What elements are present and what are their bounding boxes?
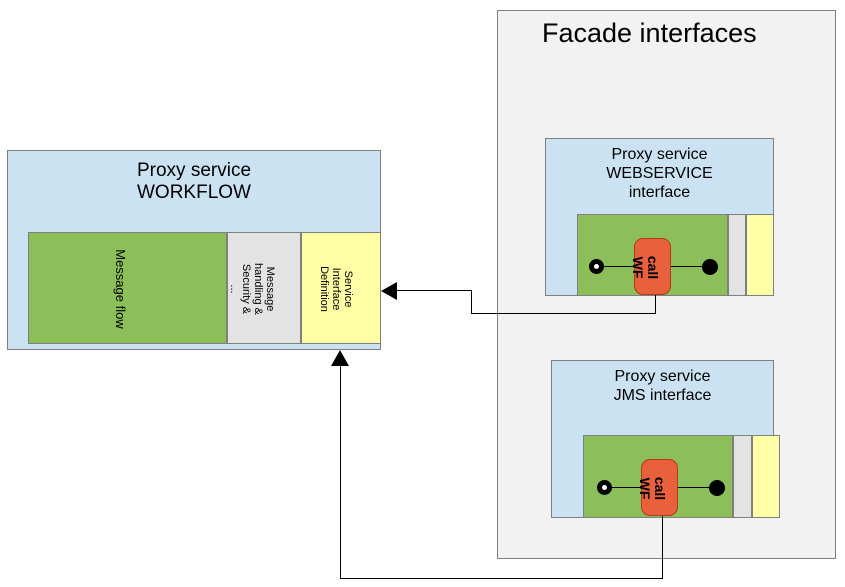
webservice-call-wf-task: call WF [630,238,671,295]
connector-jms-segment-up [340,366,341,579]
proxy-service-jms-title: Proxy service JMS interface [613,368,712,404]
facade-interfaces-title: Facade interfaces [542,18,757,48]
webservice-end-event-icon [702,259,718,275]
proxy-service-workflow-title: Proxy service WORKFLOW [136,160,252,204]
workflow-layer-message-handling-label: Message handling & Security & ... [227,263,276,315]
connector-jms-segment-left [340,578,663,579]
jms-start-event-icon [597,480,612,495]
webservice-call-wf-task-label: call WF [629,255,661,280]
workflow-layer-service-interface-definition: Service Interface Definition [301,232,381,344]
connector-webservice-segment-up [471,290,472,314]
proxy-service-webservice-title: Proxy service WEBSERVICE interface [606,146,713,201]
webservice-start-event-icon [589,259,604,274]
connector-jms-segment-down [662,516,663,578]
jms-call-wf-task-label: call WF [636,476,668,501]
connector-webservice-segment-down [655,295,656,313]
workflow-layer-message-handling: Message handling & Security & ... [227,232,301,344]
webservice-layer-message-handling [728,214,746,296]
jms-layer-service-interface-definition [752,435,780,518]
connector-jms-arrowhead-icon [331,350,349,366]
workflow-layer-message-flow: Message flow [28,232,227,344]
jms-call-wf-task: call WF [637,459,678,516]
jms-layer-message-handling [733,435,752,518]
webservice-layer-service-interface-definition [746,214,774,296]
jms-end-event-icon [709,480,725,496]
connector-webservice-segment-left-lower [471,313,656,314]
workflow-layer-service-interface-definition-label: Service Interface Definition [317,266,354,312]
workflow-layer-message-flow-label: Message flow [113,249,128,329]
connector-webservice-arrowhead-icon [381,282,397,300]
connector-webservice-segment-left-upper [397,290,472,291]
